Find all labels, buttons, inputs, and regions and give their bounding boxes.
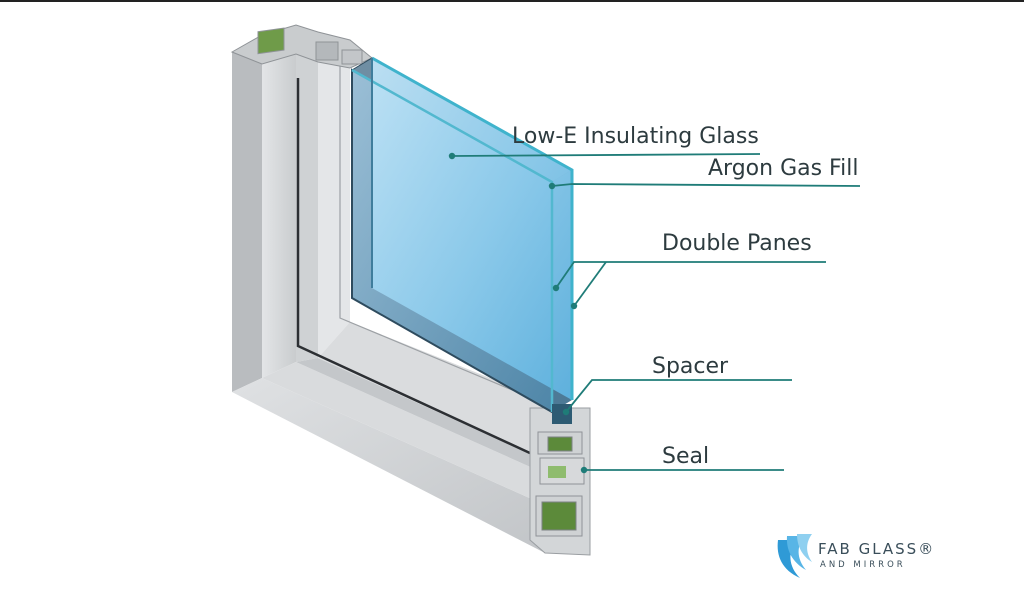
window-frame (230, 24, 591, 556)
leader-double-panes (552, 261, 826, 310)
brand-tagline: AND MIRROR (820, 560, 906, 570)
leader-low-e (448, 152, 761, 160)
leader-argon (548, 182, 861, 190)
callout-lines (448, 152, 861, 474)
label-seal: Seal (662, 444, 709, 469)
label-double-panes: Double Panes (662, 231, 812, 256)
brand-logo: FAB GLASS® AND MIRROR (777, 534, 935, 578)
brand-name: FAB GLASS® (818, 540, 935, 558)
leader-spacer (562, 379, 792, 416)
label-low-e-glass: Low-E Insulating Glass (512, 124, 759, 149)
leader-seal (580, 466, 784, 474)
wing-logo-icon (777, 534, 812, 578)
label-argon-gas-fill: Argon Gas Fill (708, 156, 858, 181)
label-spacer: Spacer (652, 354, 729, 379)
